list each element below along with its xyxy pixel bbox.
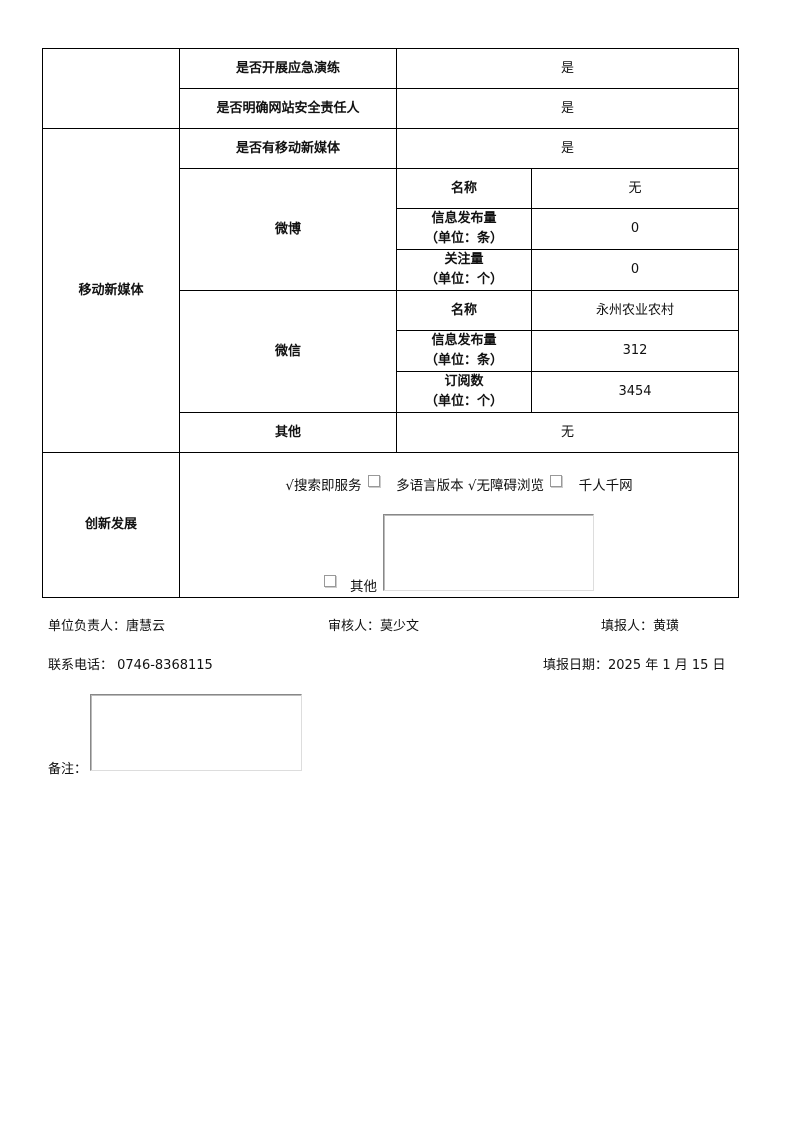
weibo-followers-label: 关注量 （单位：个） <box>396 249 532 291</box>
reviewer: 审核人：莫少文 <box>328 619 420 634</box>
has-mobile-value: 是 <box>395 128 740 169</box>
remarks-label: 备注： <box>48 762 88 777</box>
weibo-posts-label: 信息发布量 （单位：条） <box>396 208 532 250</box>
has-mobile-label: 是否有移动新媒体 <box>179 128 397 169</box>
remarks-text-area[interactable] <box>90 694 302 771</box>
wechat-posts-value: 312 <box>530 330 740 372</box>
innovation-other-row: 其他 <box>322 513 742 595</box>
weibo-followers-label-line2: （单位：个） <box>424 272 503 287</box>
filler: 填报人：黄璜 <box>601 619 680 634</box>
weibo-label: 微博 <box>179 168 397 291</box>
wechat-name-label: 名称 <box>396 290 532 331</box>
drill-value: 是 <box>395 48 740 89</box>
drill-label: 是否开展应急演练 <box>179 48 397 89</box>
option-accessible: √无障碍浏览 <box>467 478 545 494</box>
wechat-posts-label: 信息发布量 （单位：条） <box>396 330 532 372</box>
other-text-area[interactable] <box>383 514 594 591</box>
other-media-value: 无 <box>395 412 740 453</box>
security-label: 是否明确网站安全责任人 <box>179 88 397 129</box>
option-search-service: √搜索即服务 <box>285 478 362 494</box>
weibo-name-label: 名称 <box>396 168 532 209</box>
weibo-posts-label-line2: （单位：条） <box>424 231 503 246</box>
option-multilang: 多语言版本 <box>396 478 464 494</box>
contact-phone: 联系电话： 0746-8368115 <box>48 658 213 673</box>
weibo-posts-label-line1: 信息发布量 <box>431 211 497 226</box>
weibo-posts-value: 0 <box>530 208 740 250</box>
wechat-subs-label: 订阅数 （单位：个） <box>396 371 532 413</box>
weibo-followers-label-line1: 关注量 <box>444 252 484 267</box>
security-value: 是 <box>395 88 740 129</box>
weibo-name-value: 无 <box>530 168 740 209</box>
wechat-subs-value: 3454 <box>530 371 740 413</box>
weibo-followers-value: 0 <box>530 249 740 291</box>
innovation-options: √搜索即服务 多语言版本 √无障碍浏览 千人千网 <box>180 475 738 496</box>
fill-date: 填报日期：2025 年 1 月 15 日 <box>543 658 726 673</box>
innovation-section-label: 创新发展 <box>42 452 180 598</box>
other-media-label: 其他 <box>179 412 397 453</box>
wechat-subs-label-line2: （单位：个） <box>424 394 503 409</box>
wechat-subs-label-line1: 订阅数 <box>444 374 484 389</box>
wechat-posts-label-line1: 信息发布量 <box>431 333 497 348</box>
blank-section-cell <box>42 48 180 129</box>
option-thousand: 千人千网 <box>578 478 633 494</box>
report-table: 是否开展应急演练 是 是否明确网站安全责任人 是 移动新媒体 是否有移动新媒体 … <box>42 48 742 598</box>
thousand-checkbox[interactable] <box>550 475 563 487</box>
other-checkbox[interactable] <box>324 575 336 587</box>
wechat-label: 微信 <box>179 290 397 413</box>
unit-head: 单位负责人：唐慧云 <box>48 619 166 634</box>
wechat-name-value: 永州农业农村 <box>530 290 740 331</box>
wechat-posts-label-line2: （单位：条） <box>424 353 503 368</box>
option-other: 其他 <box>350 579 377 595</box>
innovation-options-cell: √搜索即服务 多语言版本 √无障碍浏览 千人千网 其他 <box>178 452 742 598</box>
mobile-section-label: 移动新媒体 <box>42 128 180 453</box>
multilang-checkbox[interactable] <box>367 475 380 487</box>
